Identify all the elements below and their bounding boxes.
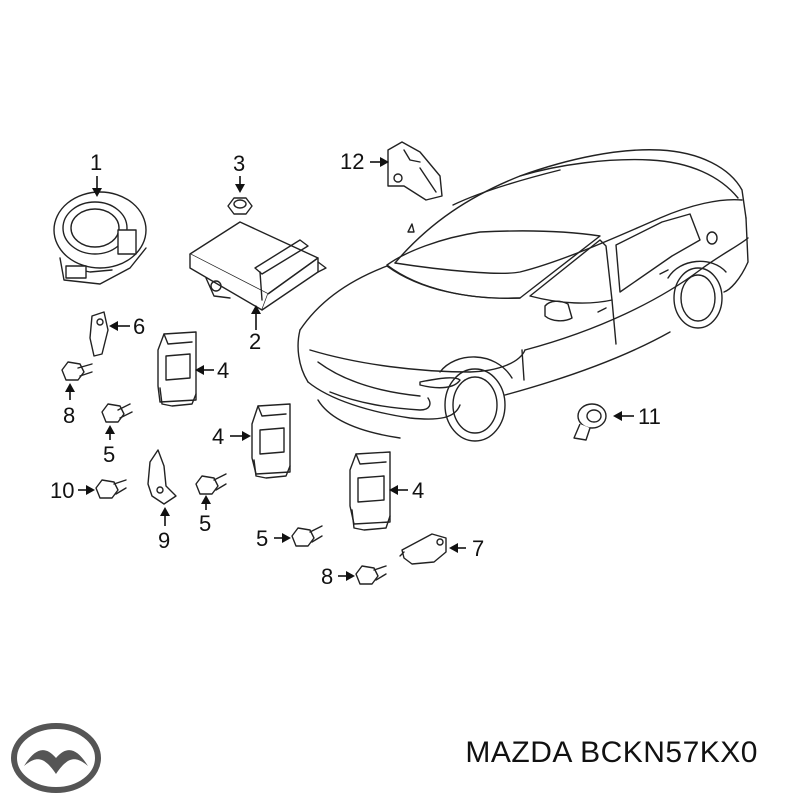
part-9-bracket [147,449,177,505]
mazda-logo-icon [10,722,102,794]
callout-2: 2 [249,329,262,354]
callout-4-a: 4 [217,358,230,383]
callout-4-c: 4 [412,478,425,503]
part-5-bolt-a [101,403,133,423]
part-6-bracket [89,311,109,357]
part-12-sensor [387,141,443,201]
part-4-sensor-a [157,331,197,407]
car-illustration [297,149,749,442]
part-8-bolt-b [355,565,387,585]
part-1-clock-spring [53,191,147,285]
callout-8-b: 8 [321,564,334,589]
part-3-nut [227,197,253,215]
callout-3: 3 [233,151,246,176]
callout-1: 1 [90,150,103,175]
part-number-caption: MAZDA BCKN57KX0 [465,736,758,769]
callout-12: 12 [340,149,365,174]
part-4-sensor-b [251,403,291,479]
part-10-bolt [95,479,127,499]
callout-10: 10 [50,478,75,503]
part-11-sensor [573,403,607,441]
callout-9: 9 [158,528,171,553]
part-5-bolt-b [195,473,227,495]
callout-11: 11 [638,404,661,429]
part-4-sensor-c [349,451,391,531]
part-5-bolt-c [291,525,323,547]
callout-5-c: 5 [256,526,269,551]
callout-6: 6 [133,314,146,339]
part-2-control-module [189,221,327,311]
callout-7: 7 [472,536,485,561]
callout-5-b: 5 [199,511,212,536]
callout-4-b: 4 [212,424,225,449]
leader-arrows [65,157,634,581]
part-7-bracket [399,533,447,565]
callout-8-a: 8 [63,403,76,428]
callout-5-a: 5 [103,442,116,467]
part-8-bolt-a [61,361,93,381]
